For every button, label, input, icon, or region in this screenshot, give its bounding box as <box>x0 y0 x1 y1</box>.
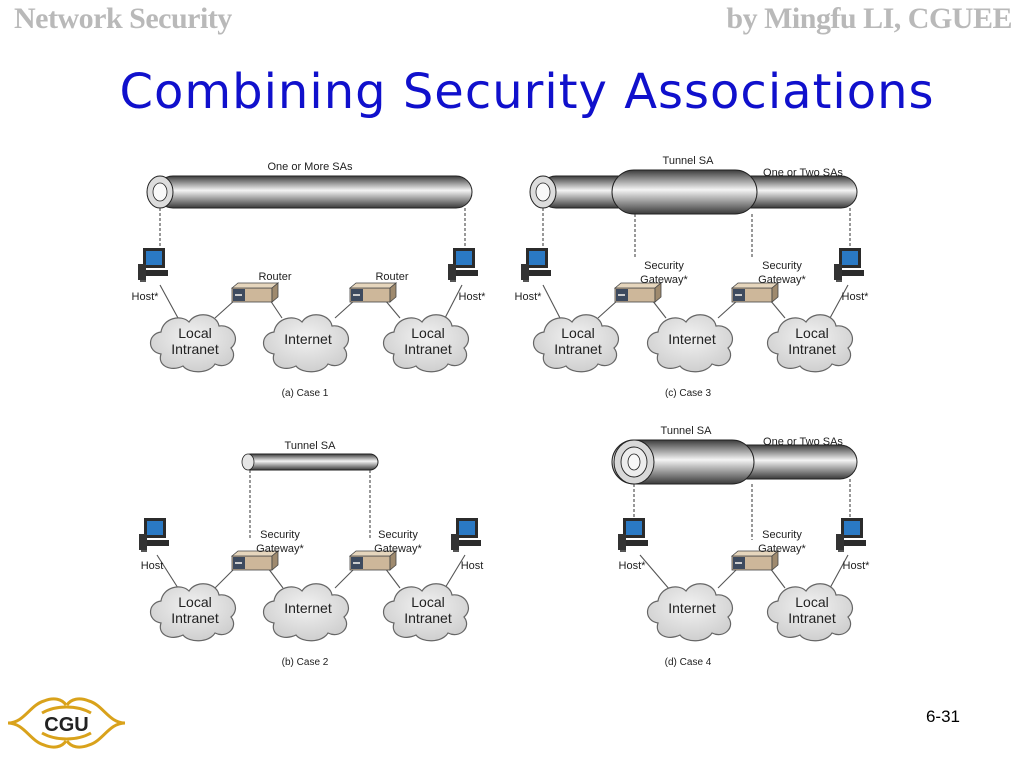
case3-gateway-right-l2: Gateway* <box>758 274 806 286</box>
case1-sa-tube <box>156 175 473 209</box>
case2-cloud-left-l1: Local <box>178 594 211 610</box>
case3-cloud-right-l2: Intranet <box>788 341 836 357</box>
cgu-logo: CGU <box>7 697 126 749</box>
case1-cloud-right-l2: Intranet <box>404 341 452 357</box>
case3-gateway-left-l1: Security <box>644 260 684 272</box>
case1-panel: One or More SAs Host* Host* Router Route… <box>132 161 487 399</box>
case3-tunnel-label: Tunnel SA <box>663 155 715 167</box>
case2-gateway-left-l1: Security <box>260 529 300 541</box>
case1-router-left-icon <box>231 282 279 303</box>
page-number: 6-31 <box>925 707 960 726</box>
case3-cloud-right-l1: Local <box>795 325 828 341</box>
case3-caption: (c) Case 3 <box>665 388 712 399</box>
case2-gateway-right-l2: Gateway* <box>374 543 422 555</box>
case2-host-left-label: Host <box>141 560 164 572</box>
case4-sa-label: One or Two SAs <box>763 436 843 448</box>
header-right-text: by Mingfu LI, CGUEE <box>726 2 1012 35</box>
case4-gateway-right-l1: Security <box>762 529 802 541</box>
case1-sa-label: One or More SAs <box>268 161 353 173</box>
case1-cloud-left-l1: Local <box>178 325 211 341</box>
case4-caption: (d) Case 4 <box>665 657 712 668</box>
case4-panel: Tunnel SA One or Two SAs Host* Host* Sec… <box>611 425 871 668</box>
case4-host-left-label: Host* <box>619 560 647 572</box>
case1-host-right-icon <box>448 248 478 282</box>
case2-sa-label: Tunnel SA <box>285 440 337 452</box>
case1-router-right-label: Router <box>375 271 408 283</box>
case1-router-right-icon <box>349 282 397 303</box>
case4-cloud-right-l1: Local <box>795 594 828 610</box>
case3-cloud-mid-label: Internet <box>668 331 716 347</box>
case4-host-left-icon <box>618 518 648 552</box>
case4-host-right-icon <box>836 518 866 552</box>
case1-caption: (a) Case 1 <box>282 388 329 399</box>
case2-gateway-left-l2: Gateway* <box>256 543 304 555</box>
case2-cloud-mid-label: Internet <box>284 600 332 616</box>
slide-title: Combining Security Associations <box>119 64 935 120</box>
case3-sa-label: One or Two SAs <box>763 167 843 179</box>
case4-tunnel-label: Tunnel SA <box>661 425 713 437</box>
case2-cloud-right-l2: Intranet <box>404 610 452 626</box>
case3-panel: Tunnel SA One or Two SAs Host* Host* Sec… <box>515 155 870 399</box>
case1-cloud-mid-label: Internet <box>284 331 332 347</box>
case3-host-right-label: Host* <box>842 291 870 303</box>
case3-cloud-left-l2: Intranet <box>554 341 602 357</box>
case1-cloud-right-l1: Local <box>411 325 444 341</box>
case1-cloud-left-l2: Intranet <box>171 341 219 357</box>
case2-tunnel-tube <box>242 453 379 471</box>
case3-gateway-left-l2: Gateway* <box>640 274 688 286</box>
header-left-text: Network Security <box>14 2 232 35</box>
case3-host-left-label: Host* <box>515 291 543 303</box>
case1-host-left-label: Host* <box>132 291 160 303</box>
case2-caption: (b) Case 2 <box>282 657 329 668</box>
case3-cloud-left-l1: Local <box>561 325 594 341</box>
case3-tunnel-tube <box>611 169 758 215</box>
logo-text: CGU <box>44 714 88 736</box>
case4-gateway-right-l2: Gateway* <box>758 543 806 555</box>
case4-cloud-mid-label: Internet <box>668 600 716 616</box>
case2-host-right-icon <box>451 518 481 552</box>
case2-gateway-right-l1: Security <box>378 529 418 541</box>
case1-host-left-icon <box>138 248 168 282</box>
case4-host-right-label: Host* <box>843 560 871 572</box>
case2-host-right-label: Host <box>461 560 484 572</box>
case2-cloud-left-l2: Intranet <box>171 610 219 626</box>
case2-host-left-icon <box>139 518 169 552</box>
case3-gateway-right-l1: Security <box>762 260 802 272</box>
case4-cloud-right-l2: Intranet <box>788 610 836 626</box>
case1-router-left-label: Router <box>258 271 291 283</box>
case2-panel: Tunnel SA Host Host Security Gateway* Se… <box>139 440 483 668</box>
case1-host-right-label: Host* <box>459 291 487 303</box>
case3-host-left-icon <box>521 248 551 282</box>
case3-host-right-icon <box>834 248 864 282</box>
case2-cloud-right-l1: Local <box>411 594 444 610</box>
